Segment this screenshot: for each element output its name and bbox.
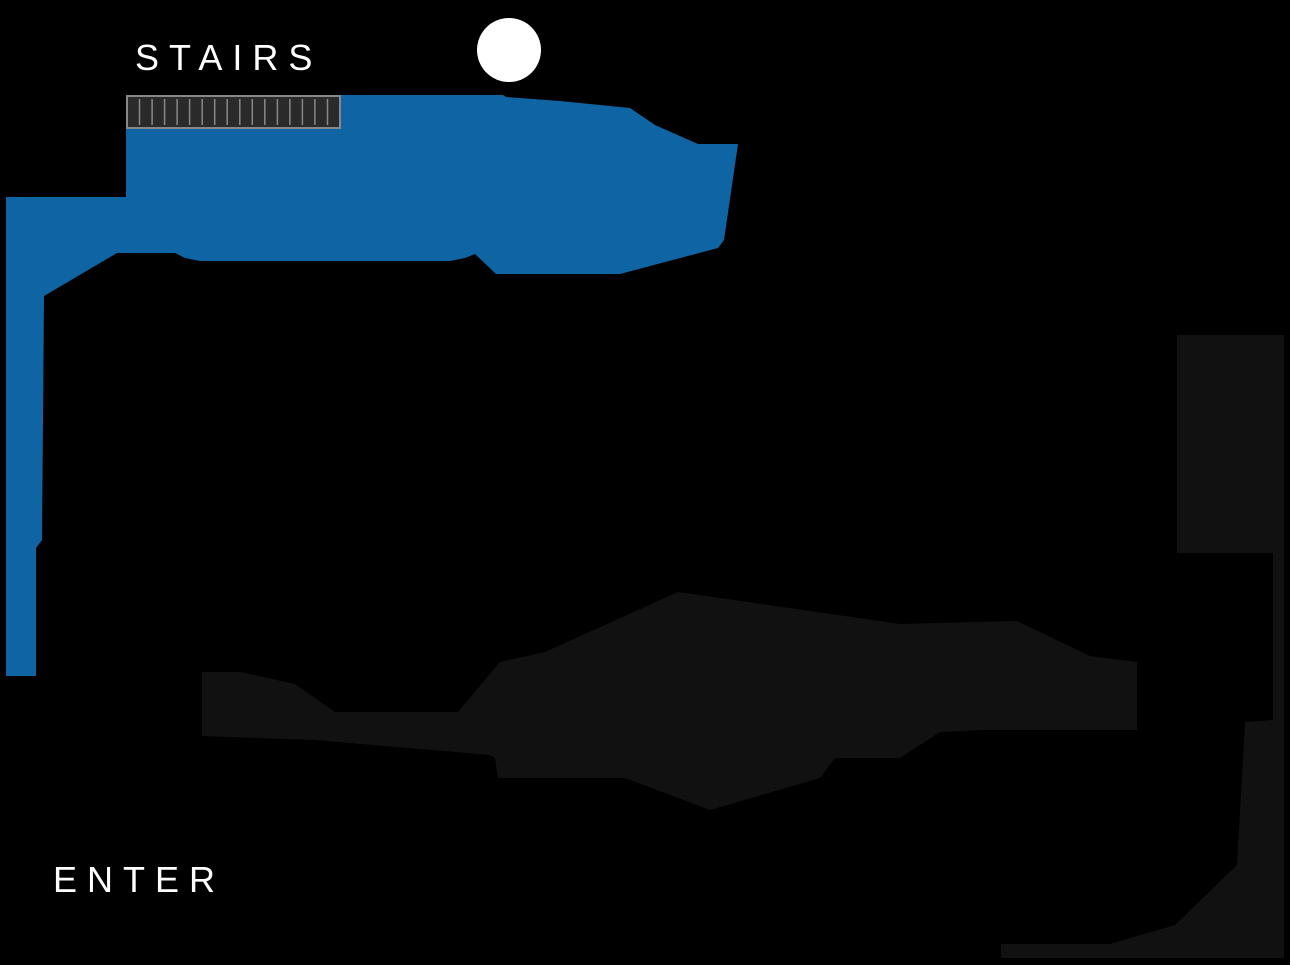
dark-wall-east-area (1001, 335, 1284, 958)
explored-room-area (6, 95, 738, 676)
enter-label: ENTER (53, 859, 226, 900)
dark-room-corridor-area (202, 592, 1137, 810)
stairs-icon (126, 95, 341, 129)
stairs-steps (138, 99, 329, 125)
player-marker-icon (477, 18, 541, 82)
stairs-label: STAIRS (135, 37, 323, 78)
stairs-body (126, 95, 341, 129)
